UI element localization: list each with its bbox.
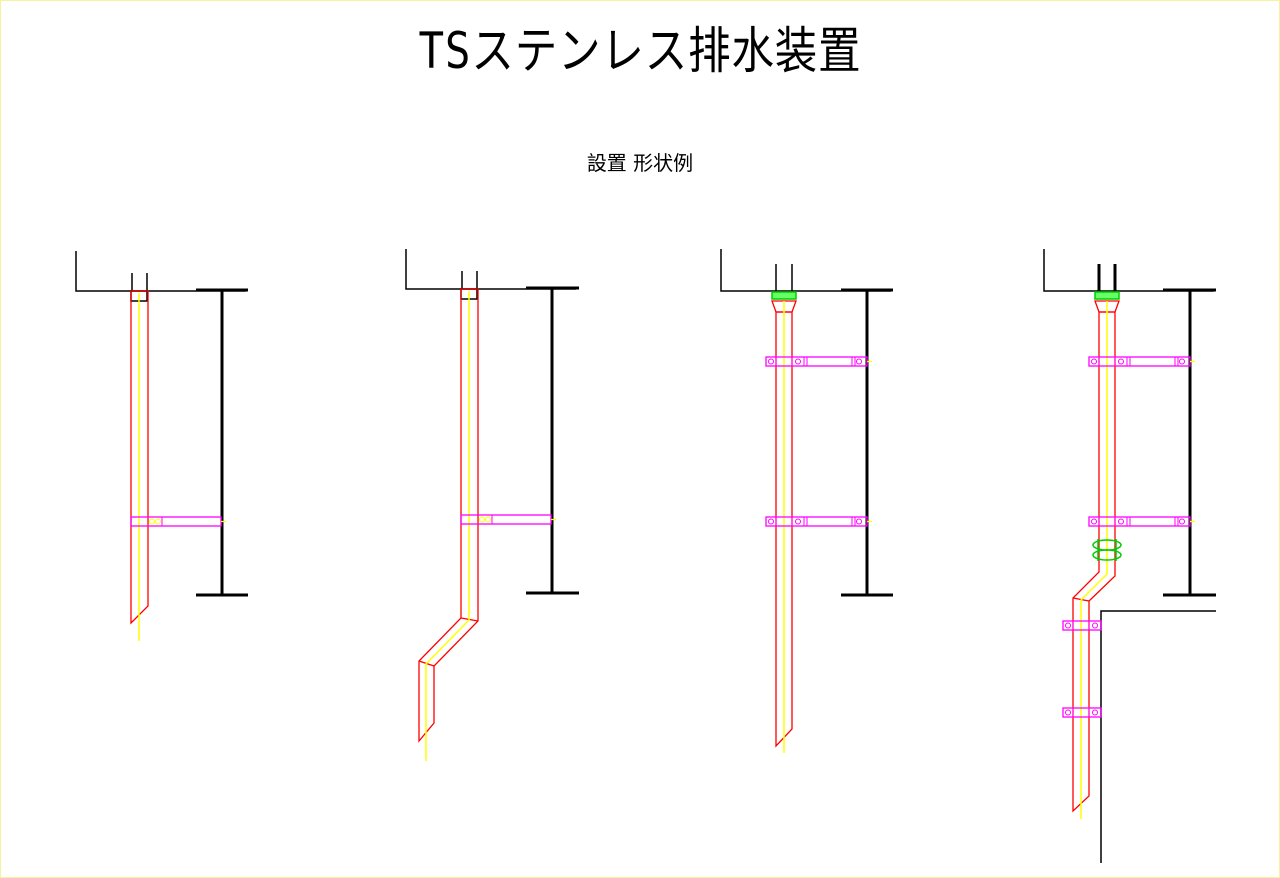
lower-wall bbox=[1100, 610, 1216, 863]
ceiling-wall bbox=[405, 249, 576, 290]
example-4-bellows bbox=[1043, 249, 1216, 863]
ceiling-wall bbox=[720, 249, 891, 292]
pipe-clamps bbox=[130, 356, 1195, 718]
bolt-icon bbox=[1092, 709, 1098, 716]
bolt-icon bbox=[1118, 518, 1124, 525]
pipe-clamp bbox=[1062, 707, 1102, 718]
bellows-joint bbox=[1092, 539, 1122, 561]
bolt-icon bbox=[1179, 518, 1185, 525]
example-2-offset bbox=[405, 249, 579, 761]
green-fitting bbox=[1094, 291, 1120, 300]
bolt-icon bbox=[155, 518, 161, 525]
example-3-long bbox=[720, 249, 893, 753]
bolt-icon bbox=[149, 518, 155, 525]
bolt-icon bbox=[1092, 622, 1098, 629]
bolt-icon bbox=[768, 358, 774, 365]
bolt-icon bbox=[768, 518, 774, 525]
bolt-icon bbox=[1179, 358, 1185, 365]
pipe-centerline bbox=[425, 291, 470, 761]
drawing-title: TSステンレス排水装置 bbox=[418, 22, 862, 80]
drawing-subtitle: 設置 形状例 bbox=[586, 151, 694, 175]
pipe-clamp bbox=[1062, 620, 1102, 631]
bolt-icon bbox=[485, 516, 491, 523]
green-fitting bbox=[771, 291, 797, 300]
ceiling-wall bbox=[1043, 249, 1214, 292]
bolt-icon bbox=[1065, 622, 1071, 629]
bolt-icon bbox=[1091, 518, 1097, 525]
drain-pipe bbox=[1072, 311, 1116, 813]
bolt-icon bbox=[795, 518, 801, 525]
pipe-centerline bbox=[1080, 301, 1108, 819]
drain-pipe bbox=[418, 288, 479, 743]
bolt-icon bbox=[795, 358, 801, 365]
pipe-clamp bbox=[130, 516, 222, 527]
bolt-icon bbox=[1065, 709, 1071, 716]
drain-pipe bbox=[775, 311, 793, 748]
steel-beam bbox=[526, 286, 579, 595]
steel-beam bbox=[196, 288, 248, 597]
bolt-icon bbox=[1091, 358, 1097, 365]
bolt-icon bbox=[479, 516, 485, 523]
steel-beam bbox=[841, 288, 893, 597]
bolt-icon bbox=[856, 518, 862, 525]
steel-beam bbox=[1163, 288, 1216, 597]
drain-pipe bbox=[130, 290, 149, 625]
bolt-icon bbox=[1118, 358, 1124, 365]
bolt-icon bbox=[856, 358, 862, 365]
ceiling-wall bbox=[75, 251, 246, 292]
pipe-clamp bbox=[460, 514, 552, 525]
example-1-straight bbox=[75, 251, 248, 641]
